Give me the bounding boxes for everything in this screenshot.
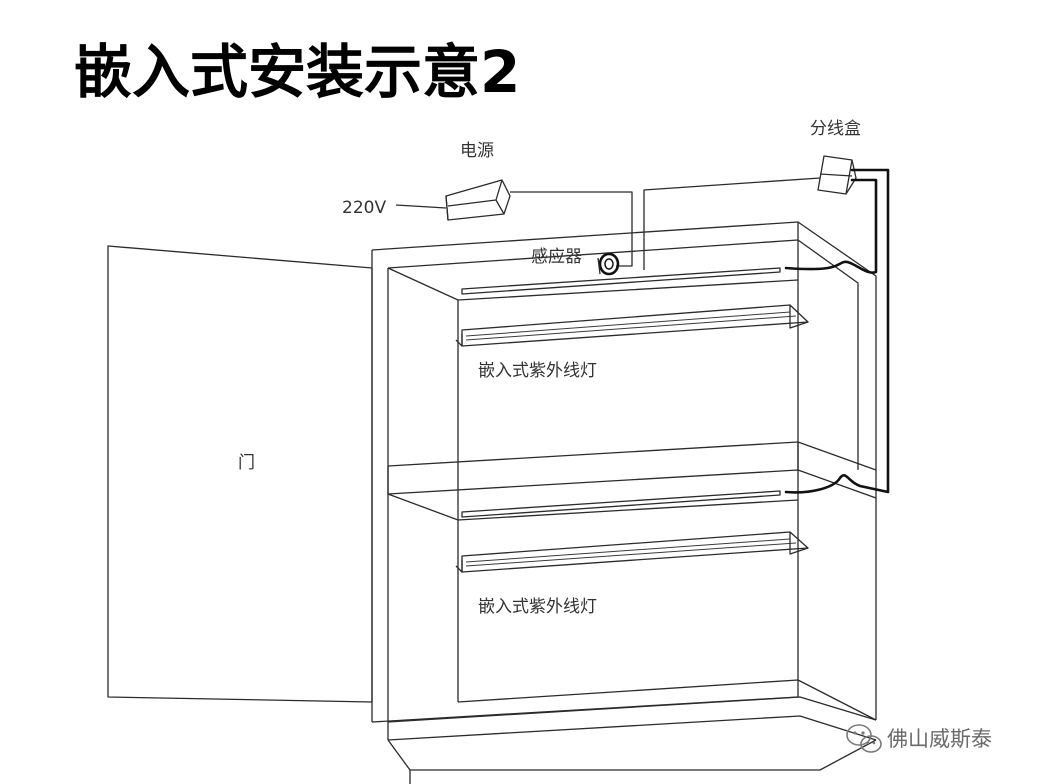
junction-box [817,155,857,195]
uv-lamp-top-label: 嵌入式紫外线灯 [478,361,597,381]
sensor-junction-wire [643,177,821,270]
uv-lamp-bottom-label: 嵌入式紫外线灯 [478,597,597,617]
watermark-text: 佛山威斯泰 [887,727,992,751]
power-supply-box [445,179,511,221]
power-supply-label: 电源 [460,141,494,161]
voltage-label: 220V [342,198,386,218]
watermark: 佛山威斯泰 [846,724,992,753]
power-sensor-wire [510,191,633,267]
junction-box-label: 分线盒 [810,119,861,139]
cabinet-frame [371,221,877,784]
uv-lamp-top [455,304,809,347]
sensor [597,252,620,276]
door-panel [107,245,373,703]
wechat-icon [846,724,882,753]
input-line [395,204,447,209]
diagram-title: 嵌入式安装示意2 [74,38,520,106]
door-label: 门 [238,453,255,473]
lamp-wires [784,168,890,494]
uv-lamp-bottom [455,531,809,573]
sensor-label: 感应器 [531,247,582,267]
